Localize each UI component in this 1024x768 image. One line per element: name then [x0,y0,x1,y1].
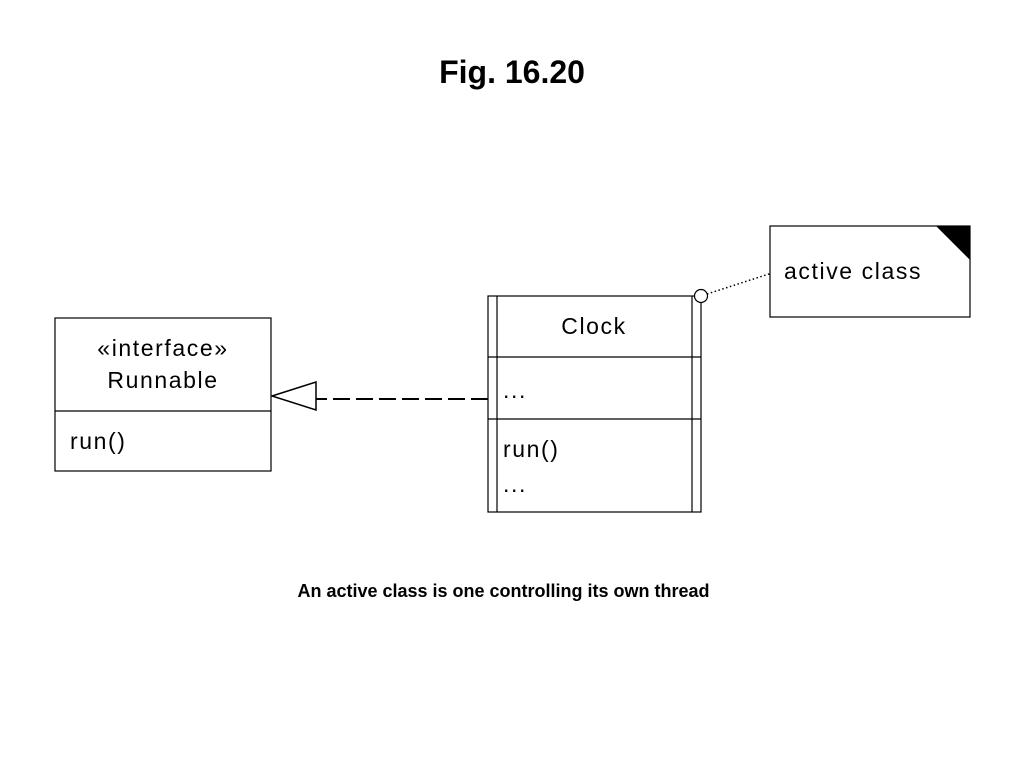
clock-attribute-ellipsis: ... [503,377,527,403]
clock-box-outline [487,295,702,513]
class-box-runnable[interactable]: «interface» Runnable run() [54,317,272,472]
note-box[interactable]: active class [769,225,971,318]
runnable-operation-run: run() [70,428,127,454]
figure-title: Fig. 16.20 [439,54,585,90]
clock-class-name: Clock [561,313,627,339]
note-anchor-dotted-line [706,272,773,295]
note-text: active class [784,258,922,284]
runnable-stereotype: «interface» [97,335,228,361]
clock-operation-ellipsis: ... [503,471,527,497]
realization-hollow-triangle [269,380,317,412]
note-folded-corner-icon [936,226,970,260]
class-box-clock[interactable]: Clock ... run() ... [487,295,702,513]
note-anchor [693,272,773,304]
note-box-outline [769,225,971,318]
note-anchor-circle [693,288,709,304]
runnable-box-outline [54,317,272,472]
figure-caption: An active class is one controlling its o… [297,581,710,601]
realization-arrow [269,380,488,412]
runnable-class-name: Runnable [107,367,218,393]
clock-operation-run: run() [503,436,560,462]
